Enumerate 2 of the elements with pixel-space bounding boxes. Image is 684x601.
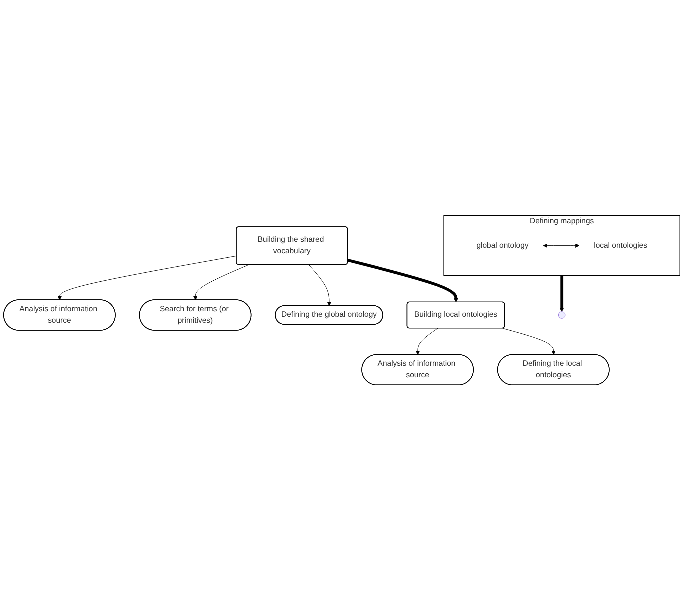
- arrow: [560, 276, 564, 312]
- arrow: [348, 258, 458, 303]
